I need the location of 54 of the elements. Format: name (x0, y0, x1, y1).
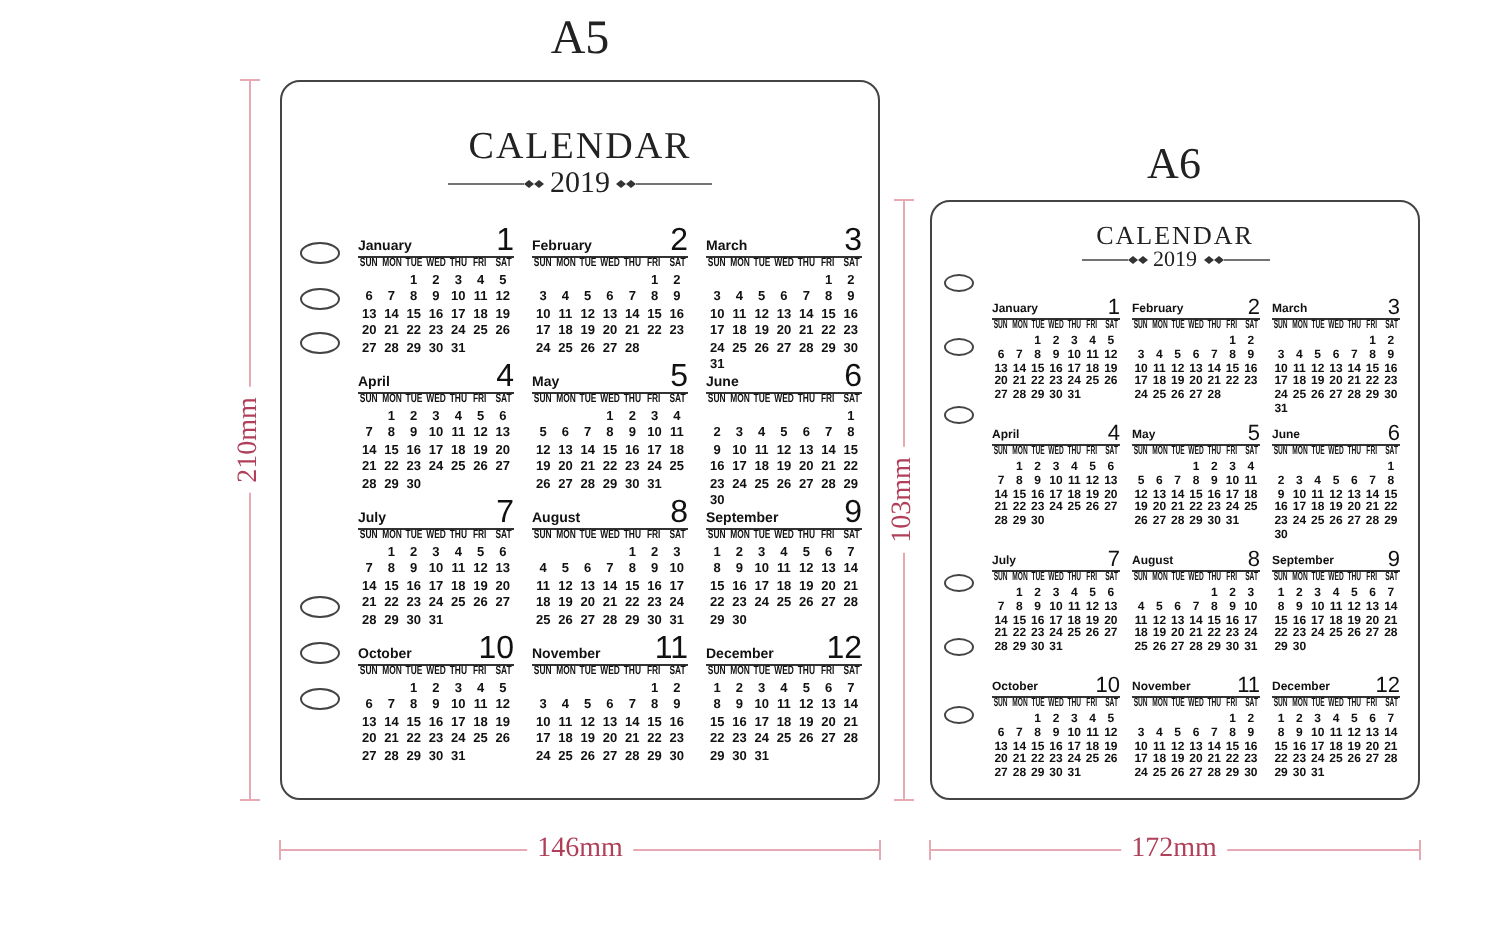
month-number: 5 (1247, 424, 1260, 445)
month-calendar (992, 298, 1120, 404)
month-calendar (358, 362, 514, 495)
binder-page (280, 80, 880, 800)
size-heading: A5 (550, 13, 610, 67)
month-number: 11 (654, 634, 688, 665)
month-calendar (1272, 676, 1400, 782)
month-number: 8 (670, 498, 688, 529)
month-number: 2 (670, 226, 688, 257)
month-calendar (1272, 424, 1400, 543)
month-calendar (358, 498, 514, 631)
month-calendar (992, 676, 1120, 782)
month-number: 12 (1375, 676, 1400, 697)
month-number: 1 (496, 226, 514, 257)
month-calendar (1132, 676, 1260, 782)
month-number: 3 (1387, 298, 1400, 319)
year-heading: 2019 (1153, 249, 1197, 272)
month-calendar (532, 498, 688, 631)
month-number: 7 (496, 498, 514, 529)
month-number: 7 (1107, 550, 1120, 571)
month-number: 10 (1095, 676, 1120, 697)
month-number: 6 (844, 362, 862, 393)
month-number: 4 (1107, 424, 1120, 445)
month-number: 1 (1107, 298, 1120, 319)
month-number: 9 (844, 498, 862, 529)
month-calendar (358, 634, 514, 767)
month-calendar (358, 226, 514, 359)
month-number: 3 (844, 226, 862, 257)
month-calendar (1272, 550, 1400, 656)
month-calendar (1272, 298, 1400, 417)
month-calendar (706, 498, 862, 631)
month-number: 11 (1237, 676, 1260, 697)
month-calendar (532, 226, 688, 359)
month-number: 6 (1387, 424, 1400, 445)
calendar-title: CALENDAR (1096, 220, 1254, 251)
month-number: 2 (1247, 298, 1260, 319)
month-calendar (1132, 424, 1260, 530)
month-number: 5 (670, 362, 688, 393)
month-calendar (532, 634, 688, 767)
month-calendar (992, 424, 1120, 530)
month-calendar (532, 362, 688, 495)
month-number: 12 (826, 634, 862, 665)
month-number: 9 (1387, 550, 1400, 571)
calendar-title: CALENDAR (468, 126, 692, 170)
month-number: 8 (1247, 550, 1260, 571)
month-calendar (1132, 550, 1260, 656)
month-number: 10 (478, 634, 514, 665)
size-heading: A6 (1147, 138, 1201, 190)
year-heading: 2019 (550, 169, 610, 200)
month-calendar (992, 550, 1120, 656)
month-number: 4 (496, 362, 514, 393)
month-calendar (1132, 298, 1260, 404)
month-calendar (706, 634, 862, 767)
binder-page (930, 200, 1420, 800)
